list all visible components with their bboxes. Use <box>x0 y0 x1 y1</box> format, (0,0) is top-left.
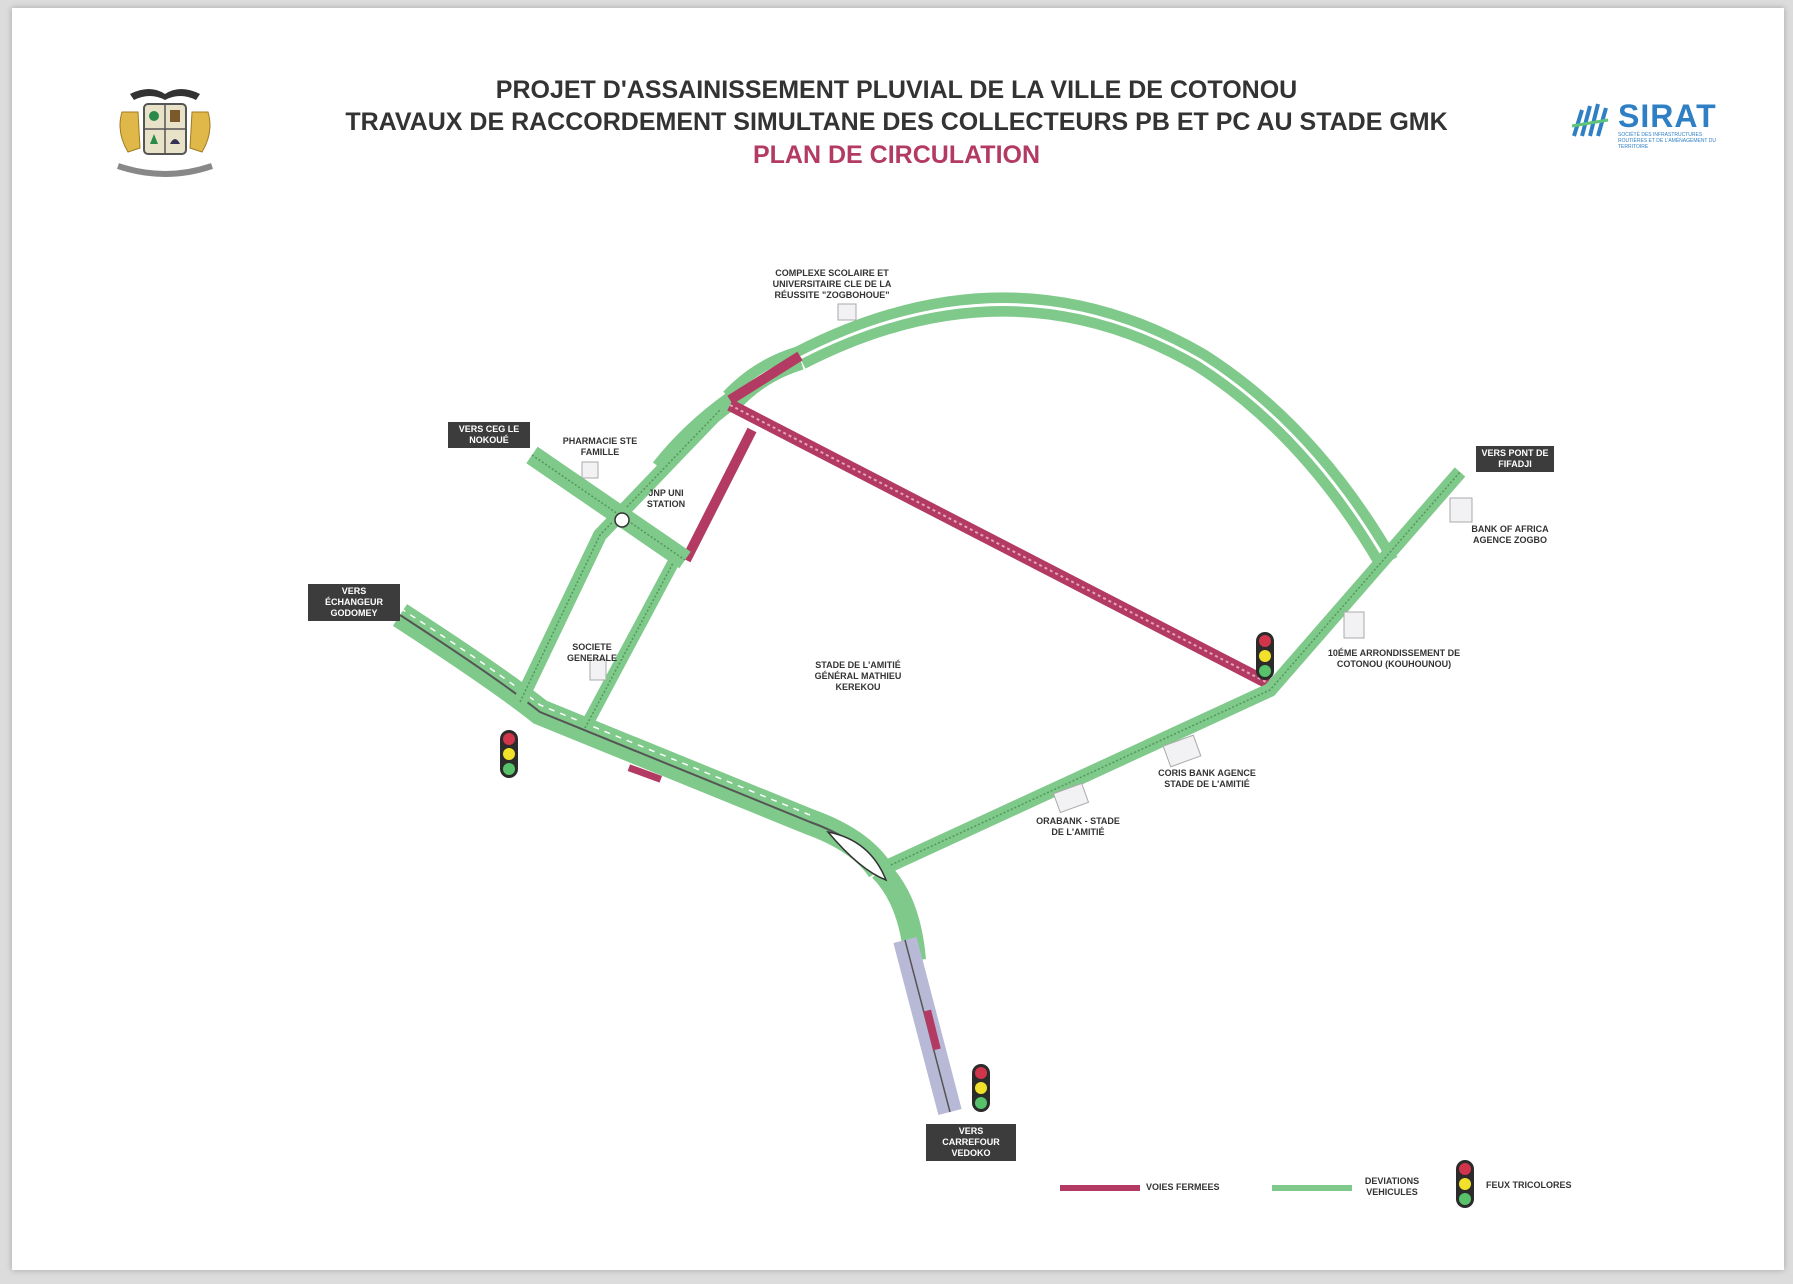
legend-closed-label: VOIES FERMEES <box>1146 1182 1220 1192</box>
landmark-bank-africa-label: BANK OF AFRICA AGENCE ZOGBO <box>1471 524 1549 545</box>
road-closed-barrier <box>923 1009 941 1051</box>
map-title-line-2: TRAVAUX DE RACCORDEMENT SIMULTANE DES CO… <box>345 108 1448 136</box>
traffic-light-icon <box>972 1064 990 1112</box>
traffic-light-icon <box>1256 632 1274 680</box>
closed-roads <box>681 351 1271 689</box>
deviation-roads <box>392 405 1466 962</box>
roundabout-south-icon <box>826 830 888 882</box>
building-boa <box>1449 497 1473 523</box>
roundabout-jnp-icon <box>614 512 630 528</box>
direction-fifadji-label: VERS PONT DE FIFADJI <box>1476 446 1554 472</box>
sirat-logo: SIRAT SOCIÉTÉ DES INFRASTRUCTURES ROUTIÈ… <box>1568 96 1728 150</box>
map-subtitle: PLAN DE CIRCULATION <box>752 141 1041 169</box>
sirat-logo-text: SIRAT <box>1618 98 1717 134</box>
traffic-light-icon <box>500 730 518 778</box>
building-coris <box>1162 734 1202 768</box>
landmark-arrondissement-label: 10ÉME ARRONDISSEMENT DE COTONOU (KOUHOUN… <box>1327 648 1461 669</box>
landmark-societe-label: SOCIETE GENERALE <box>566 642 617 663</box>
map-title-line-1: PROJET D'ASSAINISSEMENT PLUVIAL DE LA VI… <box>495 76 1298 104</box>
building-pharmacie <box>581 461 599 479</box>
legend-traffic-light-icon <box>1456 1160 1474 1208</box>
legend-deviation-label: DEVIATIONS VEHICULES <box>1364 1176 1420 1197</box>
building-markers <box>581 303 1473 814</box>
deviation-ring-road <box>652 292 1398 570</box>
direction-ceg-label: VERS CEG LE NOKOUÉ <box>448 422 530 448</box>
landmark-complexe-label: COMPLEXE SCOLAIRE ET UNIVERSITAIRE CLE D… <box>772 268 892 300</box>
landmark-stade-label: STADE DE L'AMITIÉ GÉNÉRAL MATHIEU KEREKO… <box>814 660 902 692</box>
road-closed-barrier <box>627 764 663 783</box>
building-complexe <box>837 303 857 321</box>
map-sheet <box>12 8 1784 1270</box>
landmark-orabank-label: ORABANK - STADE DE L'AMITIÉ <box>1036 816 1120 837</box>
direction-vedoko-label: VERS CARREFOUR VEDOKO <box>926 1124 1016 1161</box>
building-orabank <box>1052 782 1090 814</box>
landmark-pharmacie-label: PHARMACIE STE FAMILLE <box>562 436 638 457</box>
building-arrondissement <box>1343 611 1365 639</box>
direction-godomey-label: VERS ÉCHANGEUR GODOMEY <box>308 584 400 621</box>
sirat-logo-subtext: SOCIÉTÉ DES INFRASTRUCTURES ROUTIÈRES ET… <box>1618 132 1717 150</box>
landmark-jnp-label: JNP UNI STATION <box>646 488 686 509</box>
sirat-logo-icon <box>1571 103 1609 137</box>
landmark-coris-label: CORIS BANK AGENCE STADE DE L'AMITIÉ <box>1158 768 1256 789</box>
building-societe <box>589 659 607 681</box>
legend-lights-label: FEUX TRICOLORES <box>1486 1180 1572 1190</box>
benin-coat-of-arms-icon <box>117 89 213 177</box>
